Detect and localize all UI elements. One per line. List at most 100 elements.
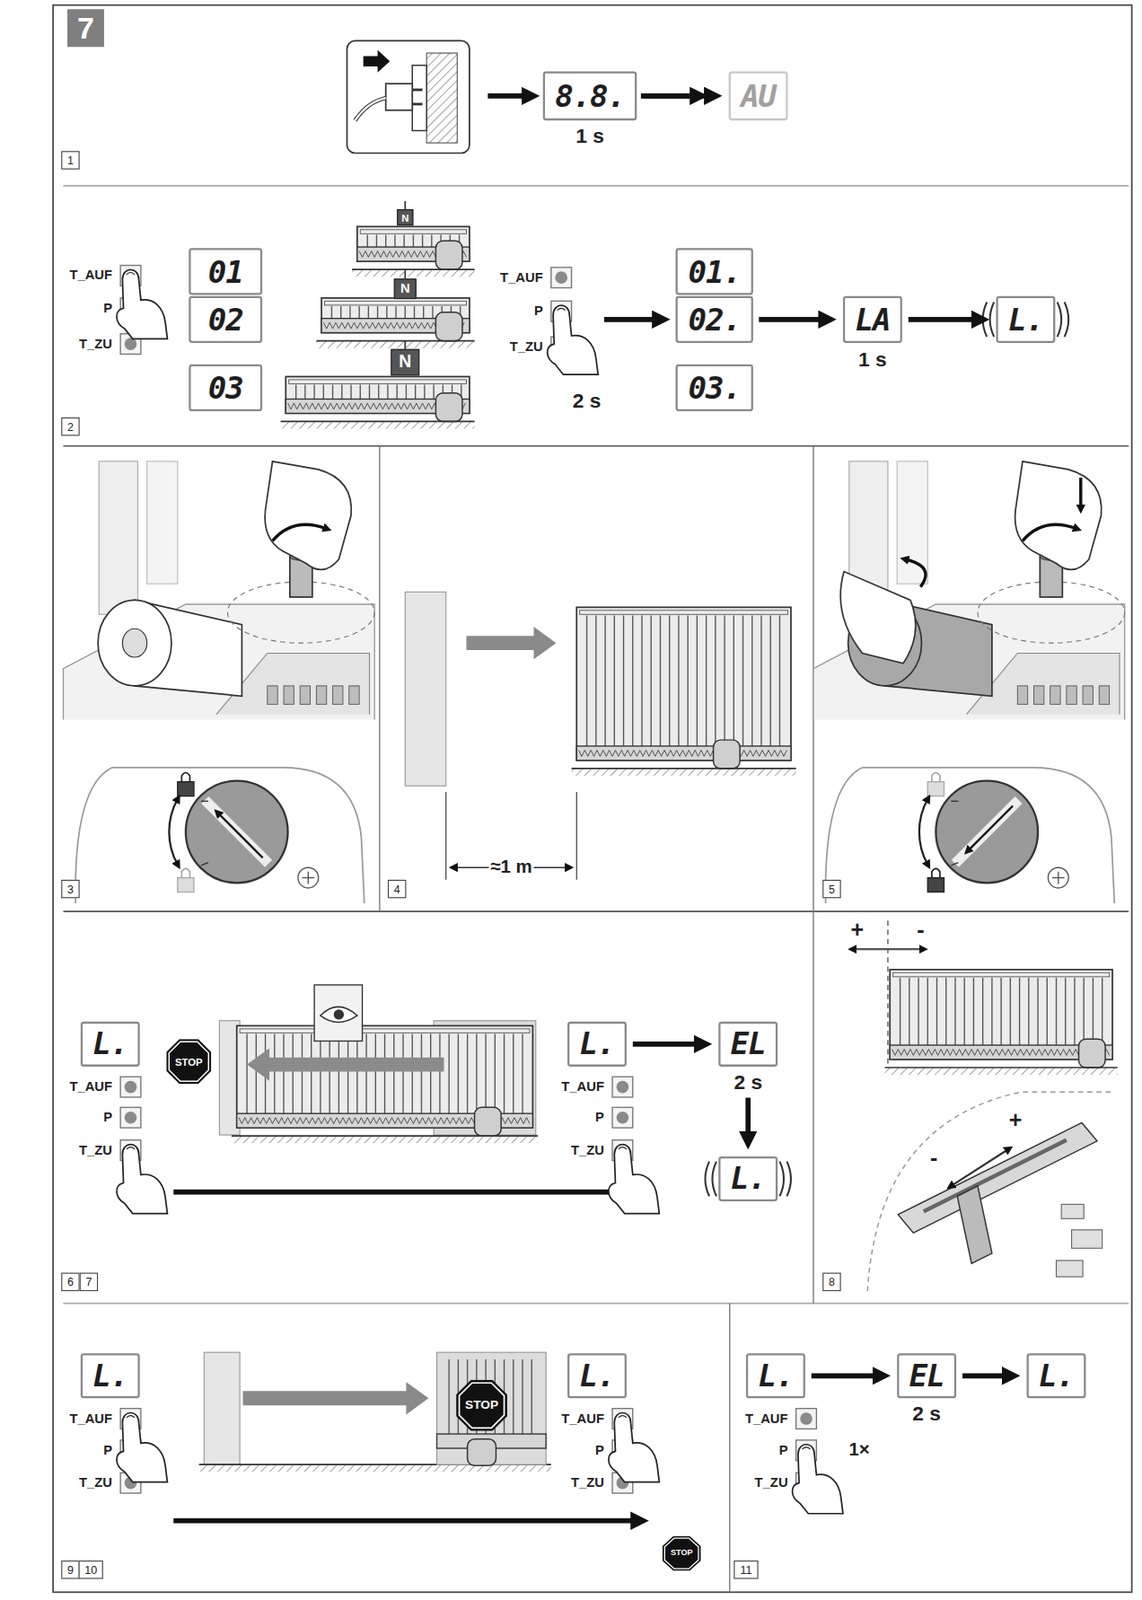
ground-hatch bbox=[281, 421, 475, 429]
node-text: L. bbox=[1038, 1359, 1074, 1394]
dial-tick bbox=[201, 862, 209, 866]
pressing-finger bbox=[608, 1144, 659, 1214]
release-dial bbox=[185, 781, 289, 884]
gate-bar bbox=[358, 306, 360, 319]
end-position-line bbox=[887, 920, 888, 1067]
gate-bar bbox=[404, 306, 406, 319]
node-text: 10 bbox=[84, 1563, 97, 1576]
weight-hook bbox=[404, 341, 406, 350]
switch-lever bbox=[957, 1185, 993, 1264]
gate-post bbox=[147, 461, 178, 584]
gate-bar bbox=[954, 977, 956, 1046]
wall-socket bbox=[426, 52, 457, 143]
gate-bar bbox=[659, 614, 661, 747]
flow-connector bbox=[962, 1372, 1010, 1379]
terminal bbox=[333, 685, 343, 704]
gate-bar bbox=[751, 614, 753, 747]
panel-divider bbox=[812, 911, 814, 1304]
adjust-arrow bbox=[852, 948, 923, 950]
terminal bbox=[267, 685, 278, 704]
adjust-arrow bbox=[950, 1149, 1009, 1186]
flow-connector bbox=[632, 1041, 702, 1047]
gate-bar bbox=[430, 234, 432, 247]
hand bbox=[264, 461, 352, 571]
screw-slot bbox=[307, 871, 309, 885]
board-outline bbox=[862, 767, 1116, 904]
gate-rail bbox=[324, 300, 466, 306]
node-text: 03. bbox=[688, 370, 741, 405]
gate-bar bbox=[677, 614, 679, 747]
eye-shape bbox=[320, 1006, 358, 1022]
gate-bar bbox=[368, 385, 370, 400]
ground-line bbox=[351, 268, 475, 271]
gate-motor bbox=[474, 1106, 502, 1136]
node-text: STOP bbox=[465, 1398, 499, 1413]
push-button bbox=[120, 1106, 141, 1128]
gate-bar bbox=[1019, 977, 1020, 1046]
flow-connector bbox=[811, 1372, 880, 1379]
ground-line bbox=[885, 1066, 1118, 1069]
gate-bar bbox=[377, 385, 379, 400]
gate-bar bbox=[632, 614, 633, 747]
gate-bar bbox=[475, 1034, 477, 1115]
step-number: 1 bbox=[61, 150, 80, 170]
gate-bar bbox=[733, 614, 735, 747]
finger-nail bbox=[126, 1147, 135, 1150]
gate-bar bbox=[484, 1034, 486, 1115]
annotation-label: 1 s bbox=[856, 348, 889, 371]
gate-bar bbox=[431, 306, 433, 319]
flow-connector bbox=[745, 1098, 751, 1139]
led-display: 03. bbox=[676, 364, 753, 412]
ground-hatch bbox=[316, 341, 475, 349]
terminal bbox=[283, 685, 294, 704]
gate-bar bbox=[1010, 977, 1011, 1046]
flow-arrow bbox=[173, 1518, 638, 1524]
button-label: P bbox=[593, 1442, 607, 1458]
gate-bar bbox=[245, 1034, 247, 1115]
gate-bar bbox=[394, 234, 396, 247]
button-label: P bbox=[101, 300, 115, 316]
gate-bar bbox=[982, 977, 984, 1046]
pressing-finger bbox=[792, 1444, 844, 1514]
stop-sign: STOP bbox=[166, 1038, 211, 1084]
eye-pupil bbox=[333, 1009, 344, 1020]
push-button bbox=[612, 1106, 633, 1128]
annotation-label: 1 s bbox=[573, 124, 607, 148]
terminal bbox=[349, 685, 360, 704]
led-display: EL bbox=[718, 1020, 778, 1067]
gate-bar bbox=[375, 1034, 377, 1115]
node-text: N bbox=[398, 352, 412, 372]
node-text: L. bbox=[1008, 302, 1044, 337]
dial-pointer bbox=[967, 805, 1013, 851]
annotation-label: 2 s bbox=[910, 1402, 943, 1425]
power-cord bbox=[355, 97, 387, 121]
gate-bar bbox=[368, 306, 369, 319]
gate-bar bbox=[376, 234, 378, 247]
hand bbox=[1015, 461, 1102, 571]
gate-motor bbox=[435, 240, 463, 270]
gate-bar bbox=[341, 385, 343, 400]
gate-bar bbox=[466, 1034, 468, 1115]
gate-bar bbox=[338, 1034, 340, 1115]
button-label: P bbox=[532, 304, 545, 319]
annotation-label: + bbox=[1006, 1107, 1024, 1133]
node-text: L. bbox=[730, 1161, 766, 1196]
gate-bar bbox=[705, 614, 707, 747]
panel-divider bbox=[378, 446, 380, 912]
motion-arrow bbox=[243, 1381, 430, 1415]
component bbox=[1061, 1203, 1084, 1219]
ground-hatch bbox=[885, 1067, 1118, 1075]
led-display: 01 bbox=[188, 247, 263, 295]
step-number: 10 bbox=[78, 1560, 104, 1580]
stop-octagon-ring bbox=[168, 1041, 209, 1081]
dial-tick bbox=[201, 800, 209, 802]
stop-octagon-fill bbox=[456, 1379, 508, 1432]
led-display: L. bbox=[718, 1155, 778, 1202]
gate-bar bbox=[331, 306, 333, 319]
button-label: P bbox=[101, 1110, 115, 1125]
step-number: 7 bbox=[79, 1272, 99, 1292]
button-label: T_ZU bbox=[77, 336, 115, 352]
gate-bar bbox=[779, 614, 781, 747]
component bbox=[1071, 1229, 1103, 1248]
weight-block: N bbox=[396, 209, 413, 226]
